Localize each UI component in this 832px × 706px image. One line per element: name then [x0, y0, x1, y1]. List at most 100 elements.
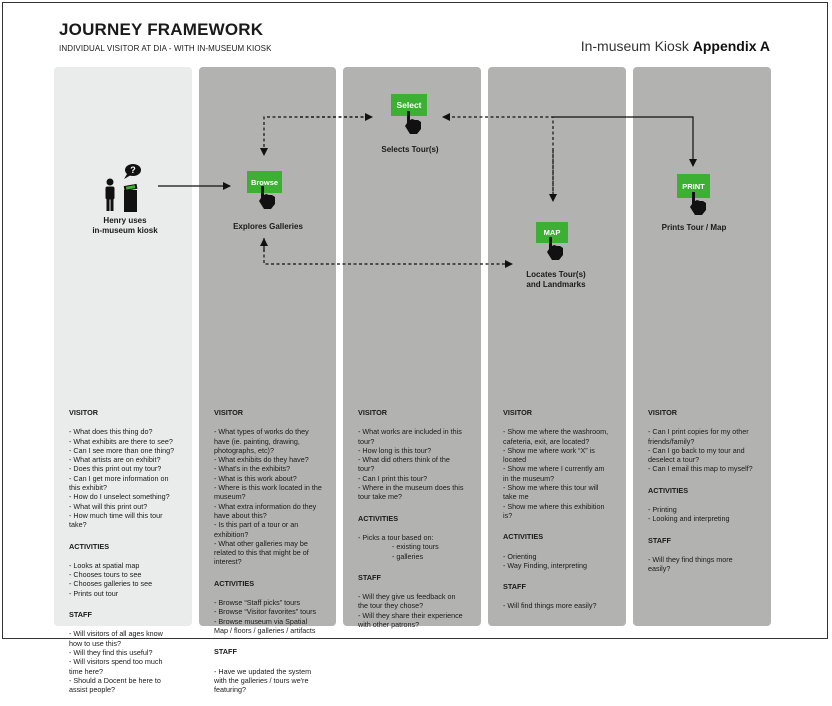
- flow-connectors: [158, 113, 697, 268]
- print-label: Prints Tour / Map: [661, 223, 727, 232]
- browse-button[interactable]: Browse: [247, 171, 282, 193]
- pointing-hand-icon: [547, 237, 563, 260]
- column-text: VISITOR - Show me where the washroom, caf…: [488, 408, 626, 623]
- column-print: VISITOR - Can I print copies for my other…: [633, 67, 771, 626]
- section-items: - Looks at spatial map- Chooses tours to…: [69, 561, 184, 598]
- column-select: VISITOR - What works are included in this…: [343, 67, 481, 629]
- arrow-to-print: [553, 116, 697, 167]
- section-heading: STAFF: [214, 647, 237, 657]
- section-heading: ACTIVITIES: [214, 578, 255, 588]
- section-heading: STAFF: [69, 610, 92, 620]
- pointing-hand-icon: [690, 192, 706, 215]
- pointing-hand-icon: [259, 186, 275, 209]
- list-item: - Show me where this exhibition is?: [503, 501, 605, 520]
- select-label: Selects Tour(s): [381, 145, 439, 154]
- section-items: - What types of works do they have (ie. …: [214, 427, 328, 566]
- list-item: - Will they share their experience with …: [358, 610, 463, 630]
- speech-question-glyph: ?: [130, 165, 136, 175]
- list-item: - Have we updated the system with the ga…: [214, 666, 312, 695]
- pointing-hand-icon: [405, 111, 421, 134]
- list-item: - Looking and interpreting: [648, 514, 730, 524]
- section-heading: VISITOR: [648, 408, 678, 417]
- list-item: - Can I print copies for my other friend…: [648, 427, 749, 446]
- section-heading: STAFF: [358, 572, 381, 582]
- list-item: - Can I print this tour?: [358, 473, 428, 483]
- section-items: - Picks a tour based on: - existing tour…: [358, 533, 473, 561]
- arrow-map-to-select: [442, 113, 554, 195]
- list-item: - What works are included in this tour?: [358, 427, 462, 446]
- list-item: - What types of works do they have (ie. …: [214, 427, 309, 455]
- section-heading: VISITOR: [358, 408, 388, 417]
- arrow-browse-to-map: [263, 238, 513, 268]
- list-item: - What is this work about?: [214, 473, 297, 483]
- section-heading: VISITOR: [214, 408, 244, 417]
- list-item: - Should a Docent be here to assist peop…: [69, 675, 161, 695]
- person-at-kiosk-icon: ?: [105, 164, 141, 212]
- appendix-label: In-museum Kiosk Appendix A: [581, 38, 770, 54]
- map-label: Locates Tour(s) and Landmarks: [526, 270, 586, 289]
- section-items: - Will find things more easily?: [503, 601, 618, 610]
- section-items: - What works are included in this tour?-…: [358, 427, 473, 501]
- henry-label: Henry uses in-museum kiosk: [92, 216, 158, 235]
- map-button[interactable]: MAP: [536, 222, 568, 243]
- section-heading: ACTIVITIES: [648, 485, 689, 495]
- list-item: - What extra information do they have ab…: [214, 501, 317, 520]
- section-items: - Printing- Looking and interpreting: [648, 505, 763, 524]
- list-item: - Where is this work located in the muse…: [214, 483, 322, 502]
- appendix-prefix: In-museum Kiosk: [580, 38, 689, 54]
- list-item: - Will find things more easily?: [503, 601, 597, 611]
- section-items: - Orienting- Way Finding, interpreting: [503, 552, 618, 571]
- section-heading: ACTIVITIES: [358, 513, 399, 523]
- page-subtitle: INDIVIDUAL VISITOR AT DIA - WITH IN-MUSE…: [59, 44, 272, 53]
- list-item: - Can I get more information on this exh…: [69, 473, 169, 493]
- column-text: VISITOR - Can I print copies for my other…: [633, 408, 771, 586]
- list-item: - Prints out tour: [69, 588, 119, 598]
- list-item: - Show me where the washroom, cafeteria,…: [503, 427, 609, 446]
- section-items: - Can I print copies for my other friend…: [648, 427, 763, 473]
- section-heading: VISITOR: [503, 408, 533, 417]
- list-item: - What exhibits are there to see?: [69, 436, 173, 446]
- section-items: - Have we updated the system with the ga…: [214, 667, 328, 695]
- list-item: - How do I unselect something?: [69, 492, 170, 502]
- list-item: - Can I email this map to myself?: [648, 464, 753, 474]
- section-items: - Show me where the washroom, cafeteria,…: [503, 427, 618, 520]
- section-heading: ACTIVITIES: [503, 532, 544, 542]
- arrow-select-to-browse: [260, 116, 369, 156]
- list-item: - Browse “Staff picks” tours: [214, 598, 301, 608]
- column-kiosk: VISITOR- What does this thing do?- What …: [54, 67, 192, 694]
- list-item: - Will visitors spend too much time here…: [69, 657, 163, 676]
- list-item: - Picks a tour based on: - existing tour…: [358, 532, 439, 561]
- list-item: - Looks at spatial map: [69, 560, 140, 570]
- list-item: - What other galleries may be related to…: [214, 538, 309, 567]
- browse-label: Explores Galleries: [233, 222, 303, 231]
- column-map: VISITOR - Show me where the washroom, caf…: [488, 67, 626, 626]
- list-item: - Orienting: [503, 551, 537, 561]
- section-items: - Will they give us feedback on the tour…: [358, 592, 473, 629]
- section-heading: VISITOR: [69, 408, 99, 417]
- list-item: - Will they find things more easily?: [648, 554, 733, 574]
- page-title: JOURNEY FRAMEWORK: [59, 20, 264, 39]
- list-item: - How long is this tour?: [358, 445, 432, 455]
- page-frame: [2, 2, 828, 639]
- section-heading: ACTIVITIES: [69, 541, 110, 551]
- list-item: - What will this print out?: [69, 501, 148, 511]
- list-item: - What does this thing do?: [69, 427, 153, 437]
- list-item: - What's in the exhibits?: [214, 464, 291, 474]
- list-item: - Way Finding, interpreting: [503, 560, 588, 570]
- list-item: - Show me where this tour will take me: [503, 483, 599, 502]
- list-item: - How much time will this tour take?: [69, 510, 163, 530]
- column-browse: VISITOR - What types of works do they hav…: [199, 67, 336, 694]
- list-item: - Chooses galleries to see: [69, 579, 153, 589]
- section-items: - What does this thing do?- What exhibit…: [69, 427, 184, 529]
- list-item: - What artists are on exhibit?: [69, 455, 161, 465]
- list-item: - Show me where I currently am in the mu…: [503, 464, 605, 483]
- section-heading: STAFF: [648, 535, 671, 545]
- select-button[interactable]: Select: [391, 94, 427, 116]
- list-item: - Show me where work “X” is located: [503, 445, 595, 465]
- appendix-bold: Appendix A: [692, 38, 770, 54]
- column-text: VISITOR - What works are included in this…: [343, 408, 481, 641]
- list-item: - What exhibits do they have?: [214, 455, 309, 465]
- list-item: - Can I go back to my tour and deselect …: [648, 445, 745, 465]
- list-item: - Chooses tours to see: [69, 570, 142, 580]
- list-item: - Can I see more than one thing?: [69, 445, 175, 455]
